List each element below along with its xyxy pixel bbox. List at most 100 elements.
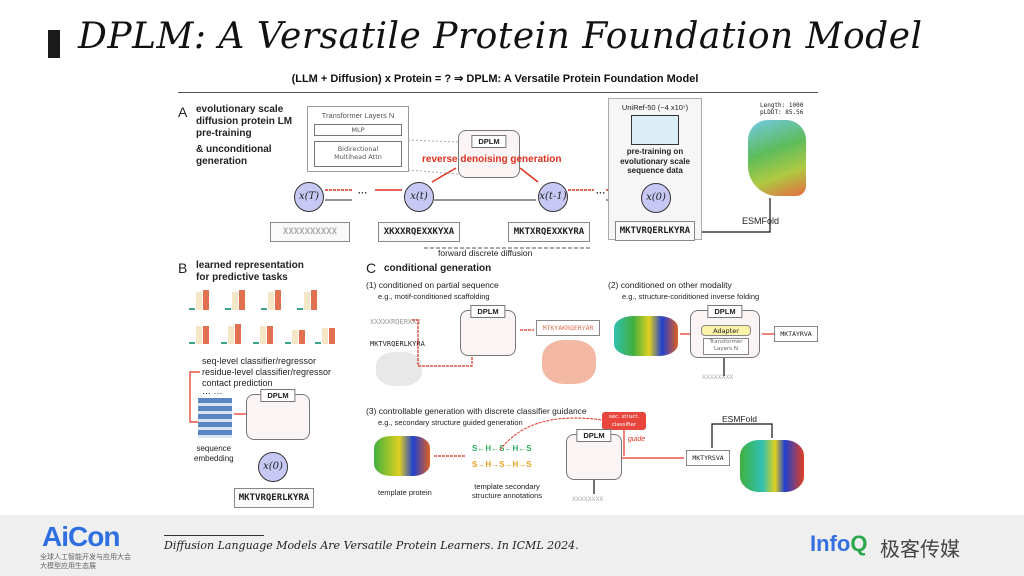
section-a-heading-line: diffusion protein LM (196, 116, 293, 127)
section-c-letter: C (366, 260, 377, 276)
aicon-logo: AiCon (42, 521, 120, 552)
node-xt-1: x(t-1) (538, 182, 568, 212)
ss-classifier-box: sec. struct. classifier (602, 412, 646, 430)
pretraining-panel: UniRef-50 (~4 x10⁷) pre-training on evol… (608, 98, 702, 241)
forward-diffusion-label: forward discrete diffusion (438, 248, 533, 258)
attention-label: Multihead Attn (334, 153, 382, 161)
reference-rule (164, 535, 264, 536)
infoq-q: Q (850, 531, 868, 556)
sequence-xT: XXXXXXXXXX (270, 222, 350, 242)
benchmark-bar-charts (189, 290, 335, 344)
task-list: seq-level classifier/regressor residue-l… (202, 356, 331, 399)
dplm-label: DPLM (470, 305, 506, 318)
c2-transformer-block: Transformer Layers N (703, 338, 749, 355)
embedding-label: sequence embedding (194, 444, 234, 463)
arrow (519, 167, 539, 183)
c3-subtitle: e.g., secondary structure guided generat… (378, 418, 523, 427)
dplm-block-c1: DPLM (460, 305, 516, 356)
c2-input-structure (614, 316, 678, 356)
figure-divider (178, 92, 818, 93)
transformer-box: Transformer Layers N MLP Bidirectional M… (307, 106, 409, 172)
section-b-heading-line: for predictive tasks (196, 272, 288, 283)
sequence-x0: MKTVRQERLKYRA (615, 221, 695, 241)
uniref-label: UniRef-50 (~4 x10⁷) (621, 103, 689, 112)
transformer-title: Transformer Layers N (321, 111, 395, 120)
c1-output-structure (542, 340, 596, 384)
c3-esmfold-label: ESMFold (722, 414, 757, 424)
ellipsis: ··· (358, 188, 368, 199)
pretraining-line: pre-training on (626, 147, 684, 156)
section-c-arrows (412, 319, 774, 494)
attention-block: Bidirectional Multihead Attn (314, 141, 402, 167)
section-a-heading-line: pre-training (196, 128, 252, 139)
attention-label: Bidirectional (337, 145, 379, 153)
zoom-line (407, 169, 459, 175)
section-a-heading: evolutionary scale diffusion protein LM … (196, 104, 292, 168)
c2-subtitle: e.g., structure-conditioned inverse fold… (622, 292, 760, 301)
node-xt: x(t) (404, 182, 434, 212)
section-a-heading-line: generation (196, 156, 248, 167)
structure-plddt: pLDDT: 85.56 (760, 109, 804, 117)
c1-sequence: MKTVRQERLKYRA (370, 340, 425, 348)
classifier-label: sec. struct. (608, 414, 640, 420)
dplm-label: DPLM (707, 305, 743, 318)
dplm-label: DPLM (576, 429, 612, 442)
c3-output-sequence: MKTYRSVA (686, 450, 730, 466)
section-a-heading-line: & unconditional (196, 144, 272, 155)
dplm-block-b: DPLM (246, 389, 310, 440)
c1-subtitle: e.g., motif-conditioned scaffolding (378, 292, 490, 301)
esmfold-label: ESMFold (742, 216, 780, 226)
node-xT: x(T) (294, 182, 324, 212)
mlp-block: MLP (314, 124, 402, 136)
dplm-block-c3: DPLM (566, 429, 622, 480)
c2-output-sequence: MKTAYRVA (774, 326, 818, 342)
c2-masked-sequence: XXXXXXXX (702, 373, 734, 381)
node-x0-b: x(0) (258, 452, 288, 482)
c1-masked-sequence: XXXXXRQERXXX (370, 318, 421, 326)
structure-stats: Length: 1000 pLDDT: 85.56 (760, 102, 803, 116)
arrow (711, 423, 773, 448)
reverse-denoising-label: reverse denoising generation (422, 154, 562, 165)
footer: AiCon 全球人工智能开发与应用大会 大模型应用生态展 Diffusion L… (0, 515, 1024, 576)
task-item: ··· ··· (202, 388, 223, 399)
infoq-text: Info (810, 531, 851, 556)
slide-title: DPLM: A Versatile Protein Foundation Mod… (78, 16, 923, 57)
dplm-block-c2: DPLM Adapter Transformer Layers N (690, 305, 760, 358)
embedding-label-line: sequence (196, 444, 232, 453)
structure-length: Length: 1000 (760, 102, 804, 109)
c3-annotation-label: template secondary structure annotations (472, 482, 542, 500)
sequence-xt: XKXXRQEXXKYXA (378, 222, 460, 242)
arrow (499, 417, 603, 451)
arrow (412, 319, 473, 367)
sequence-b: MKTVRQERLKYRA (234, 488, 314, 508)
infoq-logo: InfoQ (810, 531, 867, 557)
section-b-letter: B (178, 260, 188, 276)
c2-title: (2) conditioned on other modality (608, 280, 732, 290)
task-item: seq-level classifier/regressor (202, 356, 317, 366)
ellipsis: ··· (596, 188, 606, 199)
dplm-figure: (LLM + Diffusion) x Protein = ? ⇒ DPLM: … (170, 70, 820, 510)
dplm-label: DPLM (260, 389, 296, 402)
arrow (431, 167, 457, 183)
c1-title: (1) conditioned on partial sequence (366, 280, 499, 290)
classifier-label: classifier (611, 422, 637, 428)
annotation-label-line: template secondary (474, 482, 540, 491)
c1-output-sequence: MTKYAKRQERYAR (536, 320, 600, 336)
infoq-chinese-name: 极客传媒 (880, 537, 960, 561)
ss-annotation-bottom: S→H→S→H→S (472, 460, 532, 469)
reference-citation: Diffusion Language Models Are Versatile … (164, 539, 579, 552)
guide-label: guide (628, 436, 646, 443)
pretraining-line: evolutionary scale (620, 156, 690, 166)
embedding-label-line: embedding (194, 453, 234, 463)
c3-template-structure (374, 436, 430, 476)
sequence-xt-1: MKTXRQEXXKYRA (508, 222, 590, 242)
task-item: residue-level classifier/regressor (202, 366, 332, 377)
adapter-block: Adapter (701, 325, 751, 336)
section-a-letter: A (178, 104, 188, 120)
pretraining-label: pre-training on evolutionary scale seque… (609, 147, 701, 176)
protein-structure-image (748, 120, 806, 196)
c3-output-structure (740, 440, 804, 492)
annotation-label-line: structure annotations (472, 491, 543, 500)
section-c-heading: conditional generation (384, 263, 492, 274)
aicon-subtitle: 全球人工智能开发与应用大会 大模型应用生态展 (40, 553, 131, 571)
